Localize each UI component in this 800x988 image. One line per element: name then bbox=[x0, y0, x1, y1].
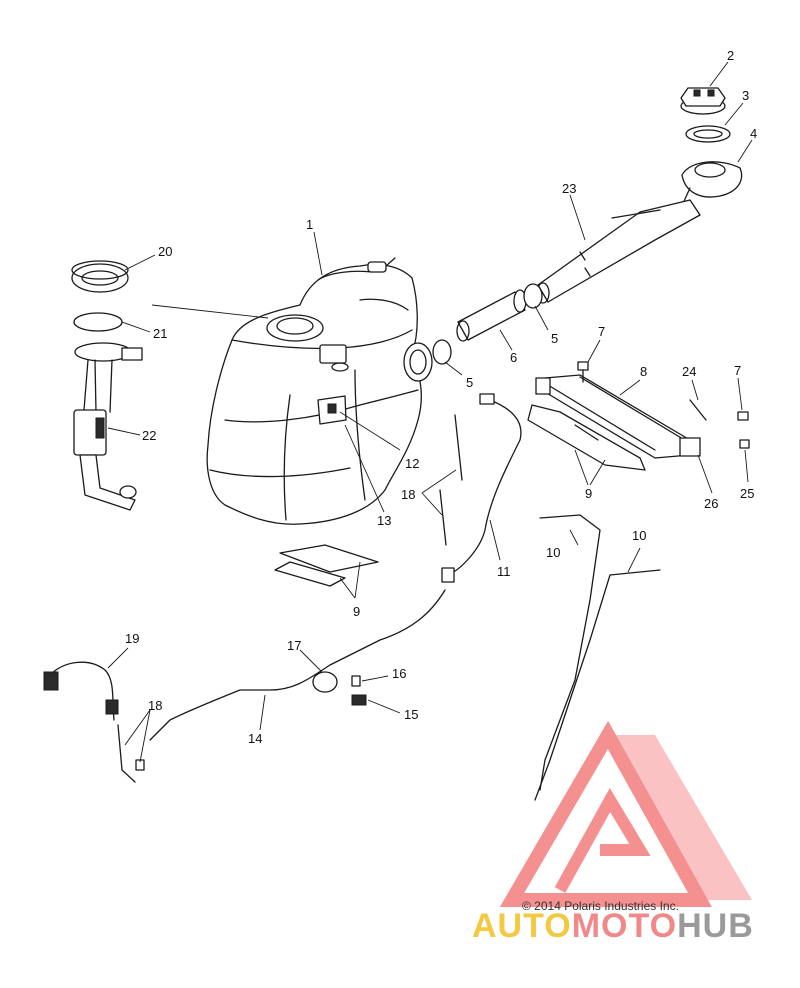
callout-10-right: 10 bbox=[632, 528, 646, 543]
callout-14: 14 bbox=[248, 731, 262, 746]
callout-5-lower: 5 bbox=[466, 375, 473, 390]
fuel-line-14 bbox=[149, 589, 446, 741]
cap-gasket bbox=[685, 125, 731, 143]
clip-15 bbox=[351, 694, 367, 706]
callout-10-left: 10 bbox=[546, 545, 560, 560]
callout-21: 21 bbox=[153, 326, 167, 341]
callout-15: 15 bbox=[404, 707, 418, 722]
filler-tube bbox=[536, 199, 701, 304]
foam-pads-lower bbox=[274, 544, 379, 587]
callout-3: 3 bbox=[742, 88, 749, 103]
callout-1: 1 bbox=[306, 217, 313, 232]
nut-25 bbox=[739, 439, 750, 449]
watermark-logo bbox=[499, 720, 752, 907]
callout-25: 25 bbox=[740, 486, 754, 501]
callout-26: 26 bbox=[704, 496, 718, 511]
filler-hose bbox=[456, 289, 527, 342]
vent-line-10a bbox=[539, 514, 601, 791]
bolt-7a bbox=[577, 361, 589, 383]
callout-7-right: 7 bbox=[734, 363, 741, 378]
fastener-16 bbox=[351, 675, 361, 687]
leader-lines bbox=[107, 61, 753, 763]
vent-line-10b bbox=[534, 569, 661, 801]
callout-13: 13 bbox=[377, 513, 391, 528]
callout-6: 6 bbox=[510, 350, 517, 365]
callout-4: 4 bbox=[750, 126, 757, 141]
filler-neck-flange bbox=[679, 161, 743, 216]
fuel-cap bbox=[680, 87, 726, 115]
callout-numbers: 1 2 3 4 23 5 5 6 7 8 24 7 25 26 9 12 13 … bbox=[125, 48, 757, 746]
watermark-auto: AUTO bbox=[472, 907, 572, 945]
callout-5-upper: 5 bbox=[551, 331, 558, 346]
callout-12: 12 bbox=[405, 456, 419, 471]
watermark-hub: HUB bbox=[677, 907, 754, 945]
bolt-7b bbox=[737, 411, 749, 421]
pump-lock-ring bbox=[71, 260, 129, 293]
cable-ties-18-lower bbox=[117, 724, 145, 783]
bolt-24 bbox=[689, 399, 707, 421]
watermark-moto: MOTO bbox=[572, 907, 677, 945]
callout-11: 11 bbox=[497, 564, 511, 579]
line-clip-17 bbox=[312, 671, 338, 693]
foam-pads-upper bbox=[527, 404, 646, 471]
callout-9-lower: 9 bbox=[353, 604, 360, 619]
callout-18-lower: 18 bbox=[148, 698, 162, 713]
pump-o-ring bbox=[73, 312, 123, 332]
fuel-line-19 bbox=[43, 661, 119, 721]
callout-17: 17 bbox=[287, 638, 301, 653]
hose-clamp-upper bbox=[523, 283, 543, 309]
callout-20: 20 bbox=[158, 244, 172, 259]
watermark-brand: AUTOMOTOHUB bbox=[472, 907, 754, 945]
tank-bracket bbox=[535, 374, 701, 459]
copyright-notice: © 2014 Polaris Industries Inc. bbox=[522, 899, 679, 913]
callout-23: 23 bbox=[562, 181, 576, 196]
fuel-line-11 bbox=[441, 393, 522, 583]
callout-18-upper: 18 bbox=[401, 487, 415, 502]
hose-clamp-lower bbox=[432, 339, 452, 365]
fuel-tank bbox=[206, 257, 433, 525]
callout-7-left: 7 bbox=[598, 324, 605, 339]
callout-8: 8 bbox=[640, 364, 647, 379]
callout-2: 2 bbox=[727, 48, 734, 63]
fuel-pump-assembly bbox=[73, 342, 143, 511]
callout-19: 19 bbox=[125, 631, 139, 646]
callout-22: 22 bbox=[142, 428, 156, 443]
cable-ties-18-upper bbox=[439, 414, 463, 546]
callout-24: 24 bbox=[682, 364, 696, 379]
callout-9-upper: 9 bbox=[585, 486, 592, 501]
callout-16: 16 bbox=[392, 666, 406, 681]
